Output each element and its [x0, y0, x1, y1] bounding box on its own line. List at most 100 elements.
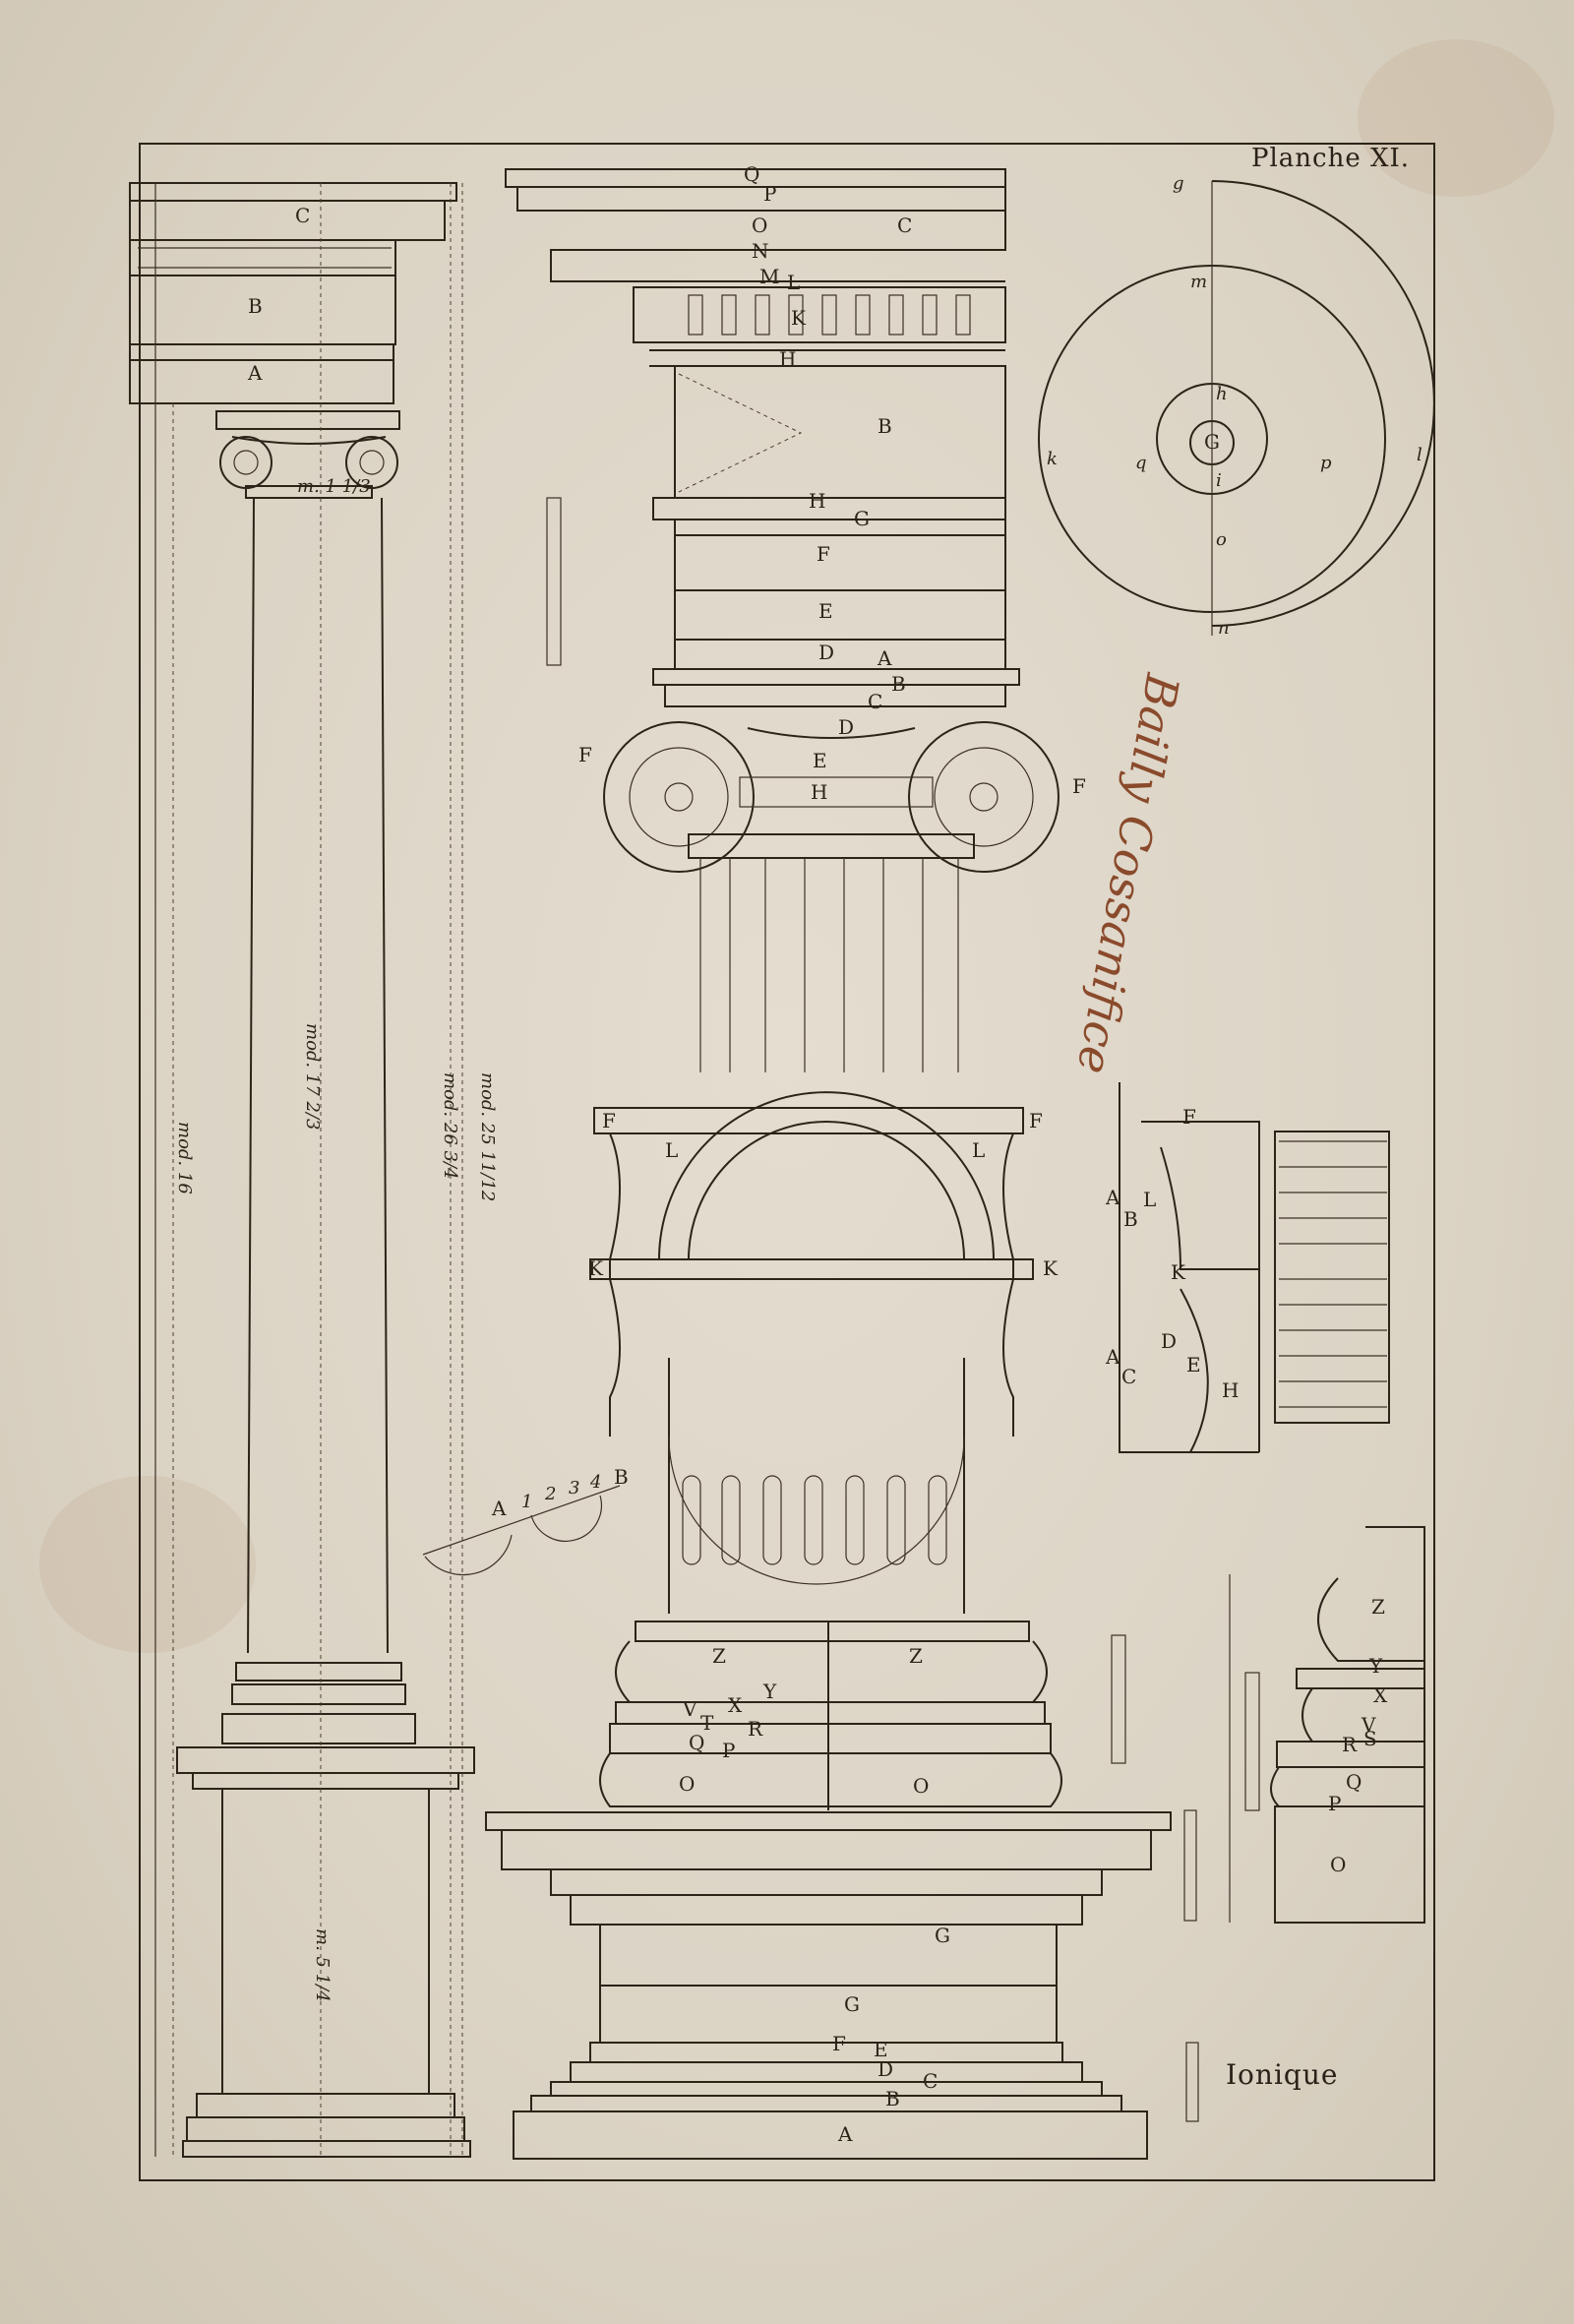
- svg-text:D: D: [818, 641, 834, 664]
- svg-text:L: L: [787, 271, 800, 294]
- svg-text:K: K: [1043, 1256, 1059, 1280]
- svg-text:H: H: [811, 780, 827, 804]
- svg-text:C: C: [295, 204, 310, 227]
- svg-text:h: h: [1216, 384, 1228, 404]
- proportion-scale: A 1 2 3 4 B: [422, 1465, 629, 1576]
- svg-text:F: F: [817, 542, 830, 566]
- svg-text:H: H: [1222, 1378, 1239, 1402]
- svg-text:k: k: [1047, 449, 1058, 469]
- dimension-pedestal-die: m. 5 1/4: [312, 1928, 333, 2002]
- svg-text:S: S: [1363, 1727, 1377, 1750]
- svg-text:m: m: [1190, 272, 1207, 292]
- svg-text:B: B: [614, 1465, 629, 1489]
- full-column-elevation: C B A: [129, 182, 475, 2158]
- svg-text:l: l: [1417, 445, 1423, 465]
- svg-text:Y: Y: [762, 1680, 777, 1703]
- svg-text:B: B: [891, 672, 906, 696]
- svg-text:A: A: [837, 2122, 853, 2146]
- svg-text:M: M: [759, 265, 779, 288]
- svg-text:E: E: [874, 2038, 888, 2061]
- dimension-shaft-height: mod. 17 2/3: [302, 1023, 323, 1130]
- svg-text:F: F: [602, 1109, 616, 1132]
- svg-text:G: G: [854, 507, 870, 530]
- svg-text:D: D: [838, 715, 854, 739]
- svg-text:Q: Q: [1346, 1770, 1362, 1794]
- capital-plan: F F L L K K: [588, 1091, 1059, 1614]
- svg-text:V: V: [1361, 1713, 1376, 1737]
- svg-text:3: 3: [569, 1478, 579, 1498]
- dimension-column-height: mod. 16: [174, 1122, 195, 1194]
- svg-text:L: L: [665, 1138, 678, 1162]
- svg-text:F: F: [1029, 1109, 1043, 1132]
- svg-text:B: B: [1123, 1207, 1138, 1231]
- svg-text:L: L: [972, 1138, 985, 1162]
- svg-text:q: q: [1135, 453, 1147, 473]
- svg-text:H: H: [779, 347, 796, 371]
- svg-text:F: F: [578, 743, 592, 766]
- svg-text:C: C: [923, 2069, 938, 2093]
- svg-text:C: C: [868, 690, 882, 713]
- svg-text:Z: Z: [712, 1644, 726, 1668]
- svg-text:1: 1: [521, 1492, 532, 1512]
- svg-text:F: F: [1072, 774, 1086, 798]
- svg-text:F: F: [832, 2032, 846, 2055]
- dimension-total-height-alt: mod. 25 11/12: [477, 1072, 498, 1201]
- plate-border: [139, 143, 1435, 2181]
- svg-text:p: p: [1320, 453, 1332, 473]
- svg-text:K: K: [588, 1256, 604, 1280]
- svg-text:Z: Z: [1371, 1595, 1385, 1619]
- svg-text:O: O: [679, 1772, 695, 1796]
- svg-text:N: N: [752, 239, 769, 263]
- svg-text:C: C: [1121, 1365, 1136, 1388]
- svg-text:D: D: [1161, 1329, 1177, 1353]
- svg-text:X: X: [728, 1693, 743, 1717]
- svg-text:A: A: [1105, 1345, 1120, 1369]
- svg-text:2: 2: [544, 1484, 556, 1504]
- svg-text:O: O: [752, 214, 767, 237]
- svg-text:E: E: [1186, 1353, 1201, 1376]
- svg-text:O: O: [913, 1774, 929, 1798]
- svg-text:n: n: [1218, 618, 1230, 639]
- order-name: Ionique: [1226, 2058, 1339, 2091]
- svg-text:O: O: [1330, 1853, 1346, 1876]
- svg-text:K: K: [1171, 1260, 1186, 1284]
- svg-text:i: i: [1216, 470, 1222, 491]
- svg-text:K: K: [791, 306, 807, 330]
- svg-text:X: X: [1373, 1683, 1388, 1707]
- svg-text:H: H: [809, 489, 825, 513]
- svg-text:o: o: [1216, 529, 1227, 550]
- capital-side-section: FL AB KD EH AC: [1105, 1082, 1390, 1453]
- svg-text:E: E: [813, 749, 827, 772]
- svg-text:F: F: [1182, 1105, 1196, 1129]
- dimension-capital-module: m. 1 1/3: [297, 476, 371, 497]
- svg-text:Z: Z: [909, 1644, 923, 1668]
- svg-text:A: A: [247, 361, 263, 385]
- svg-text:R: R: [1342, 1733, 1358, 1756]
- svg-text:E: E: [818, 599, 833, 623]
- svg-text:R: R: [748, 1717, 763, 1741]
- svg-text:A: A: [1105, 1186, 1120, 1209]
- svg-text:B: B: [885, 2087, 900, 2110]
- svg-text:G: G: [935, 1924, 950, 1947]
- svg-text:G: G: [1204, 430, 1220, 454]
- plate-title: Planche XI.: [1251, 144, 1411, 173]
- svg-text:Q: Q: [689, 1731, 704, 1754]
- svg-text:g: g: [1173, 173, 1184, 194]
- svg-text:T: T: [700, 1711, 714, 1735]
- svg-text:4: 4: [589, 1472, 601, 1493]
- svg-text:B: B: [878, 414, 892, 438]
- svg-text:V: V: [682, 1697, 697, 1721]
- ionic-capital-front: AB CD EH FF: [578, 646, 1086, 1072]
- dimension-total-height: mod. 26 3/4: [440, 1072, 460, 1179]
- svg-text:P: P: [1328, 1792, 1341, 1815]
- svg-text:B: B: [248, 294, 263, 318]
- svg-text:Y: Y: [1368, 1654, 1383, 1678]
- svg-text:P: P: [763, 182, 776, 206]
- foxing-stain: [1358, 39, 1554, 197]
